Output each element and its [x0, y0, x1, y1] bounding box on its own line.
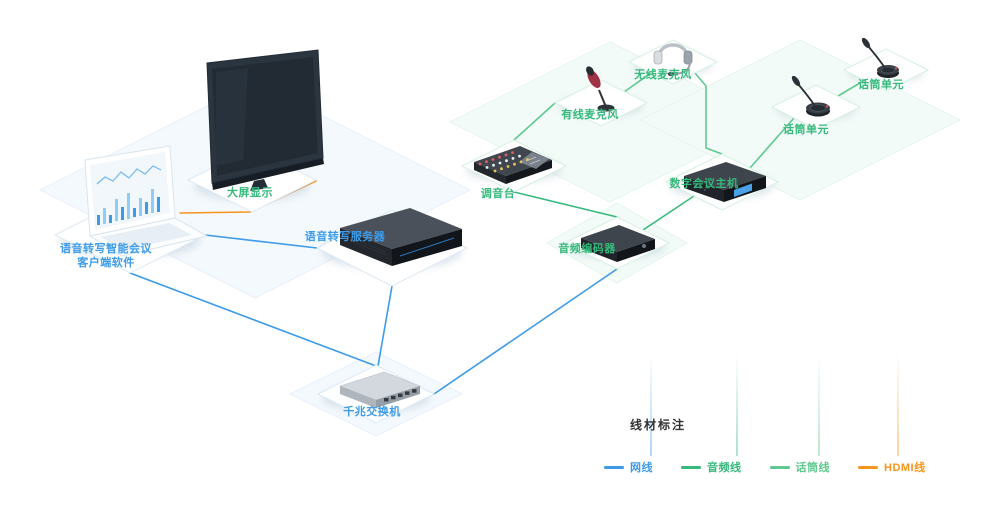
conference-host-device [684, 162, 766, 202]
cable-network-server-switch [377, 285, 393, 367]
cable-mic-unit1-unit2 [837, 79, 866, 97]
legend-strip-network [650, 348, 652, 456]
legend-label-mic: 话筒线 [795, 462, 830, 474]
legend-strip-hdmi [897, 348, 899, 456]
wireless-mic-platform [627, 39, 719, 85]
legend-item-mic: 话筒线 [769, 459, 831, 475]
audio-encoder-device [581, 225, 655, 262]
cable-legend: 线材标注 网线 音频线 话筒线 HDMI线 [604, 416, 984, 475]
laptop-waveform [96, 165, 162, 225]
legend-strip-mic [818, 348, 820, 456]
legend-dash-hdmi [858, 465, 878, 469]
transcribe-server-device [340, 208, 462, 266]
mixer-knobs [478, 151, 529, 173]
cable-mic-host-unit1 [749, 117, 795, 169]
legend-title: 线材标注 [630, 418, 687, 432]
cable-audio-mixer-encoder [513, 191, 618, 218]
legend-item-network: 网线 [604, 459, 653, 475]
mic-unit-2-device [861, 37, 899, 78]
legend-item-audio: 音频线 [681, 459, 742, 475]
wireless-mic-device [653, 43, 693, 77]
mixer-device [474, 146, 552, 184]
wired-mic-platform [553, 79, 649, 127]
monitor-device [206, 49, 324, 191]
legend-dash-audio [681, 465, 701, 469]
gigabit-switch-device [339, 371, 421, 408]
wired-mic-device [586, 66, 615, 112]
legend-label-hdmi: HDMI线 [884, 462, 926, 474]
switch-ports [384, 389, 417, 402]
cable-network-laptop-switch [129, 272, 377, 367]
legend-label-network: 网线 [630, 462, 653, 474]
legend-dash-mic [769, 465, 790, 469]
mic-unit-1-device [791, 75, 830, 117]
cable-mic-wired-wireless [623, 72, 652, 93]
legend-label-audio: 音频线 [707, 462, 742, 474]
legend-strip-audio [736, 348, 738, 456]
cables [129, 72, 866, 395]
cable-mic-wireless-host [694, 72, 723, 155]
cable-mic-mixer-wiredmic [513, 102, 556, 141]
cable-audio-host-encoder [642, 195, 695, 231]
legend-dash-network [604, 465, 624, 469]
host-screen [734, 183, 752, 197]
cable-network-laptop-server [204, 234, 318, 249]
cable-network-switch-encoder [433, 268, 618, 395]
laptop-device [84, 145, 209, 257]
legend-item-hdmi: HDMI线 [858, 459, 926, 475]
